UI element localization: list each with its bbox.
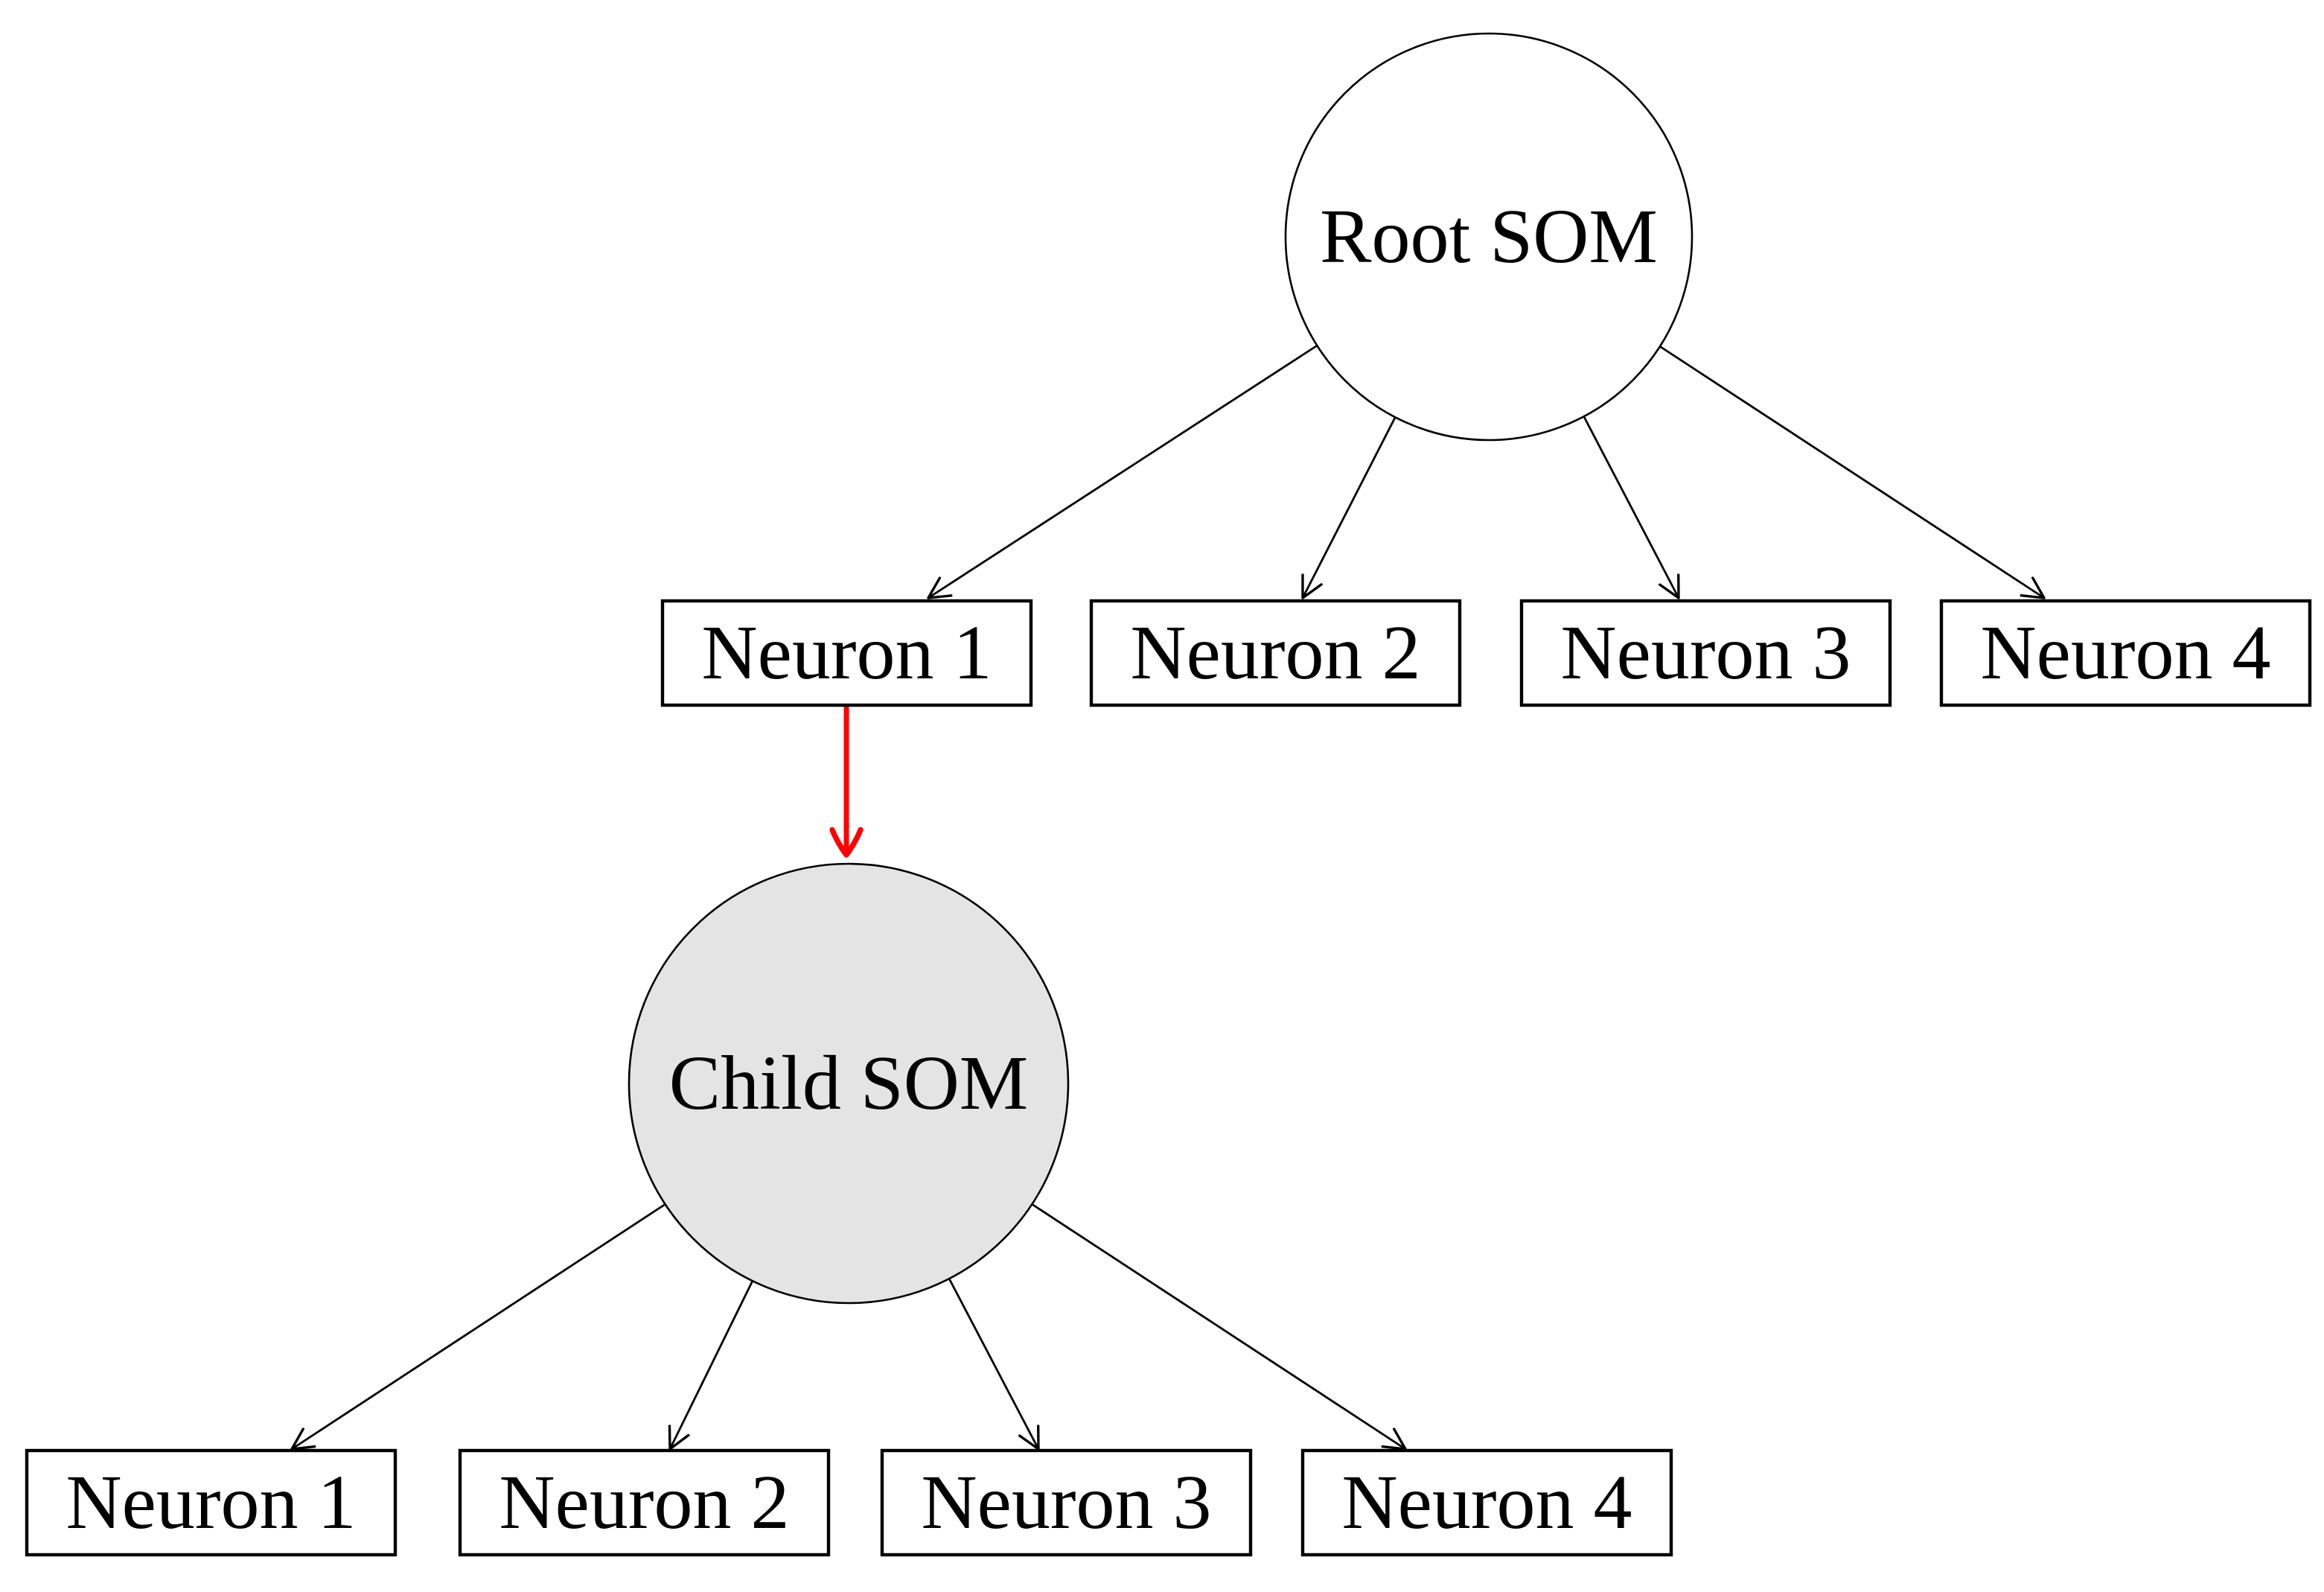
child-som-circle [628, 862, 1070, 1305]
root-neuron-1-label: Neuron 1 [701, 610, 992, 695]
root-neuron-1-box [660, 599, 1033, 707]
child-neuron-1-box [25, 1448, 398, 1557]
root-som-circle [1284, 32, 1693, 442]
child-neuron-4-label: Neuron 4 [1341, 1459, 1632, 1545]
root-som-label: Root SOM [1320, 194, 1658, 279]
edge-root-to-neuron-4 [1658, 344, 2046, 599]
edge-child-to-neuron-4 [1031, 1203, 1407, 1451]
edge-root-to-neuron-3 [1581, 413, 1680, 599]
child-neuron-1-label: Neuron 1 [66, 1459, 357, 1545]
root-neuron-2-box [1089, 599, 1462, 707]
child-neuron-3-label: Neuron 3 [921, 1459, 1212, 1545]
child-neuron-3-box [880, 1448, 1253, 1557]
child-neuron-2-label: Neuron 2 [499, 1459, 790, 1545]
child-neuron-2-box [458, 1448, 831, 1557]
edge-child-to-neuron-1 [290, 1203, 666, 1451]
root-neuron-4-label: Neuron 4 [1980, 610, 2271, 695]
edge-root-to-neuron-1 [927, 343, 1319, 599]
root-neuron-4-box [1939, 599, 2312, 707]
edge-child-to-neuron-2 [668, 1280, 754, 1451]
edge-child-to-neuron-3 [948, 1278, 1040, 1451]
root-neuron-2-label: Neuron 2 [1130, 610, 1421, 695]
edge-root-to-neuron-2 [1301, 414, 1398, 599]
child-som-label: Child SOM [668, 1040, 1029, 1126]
root-neuron-3-label: Neuron 3 [1560, 610, 1851, 695]
root-neuron-3-box [1519, 599, 1892, 707]
child-neuron-4-box [1300, 1448, 1673, 1557]
